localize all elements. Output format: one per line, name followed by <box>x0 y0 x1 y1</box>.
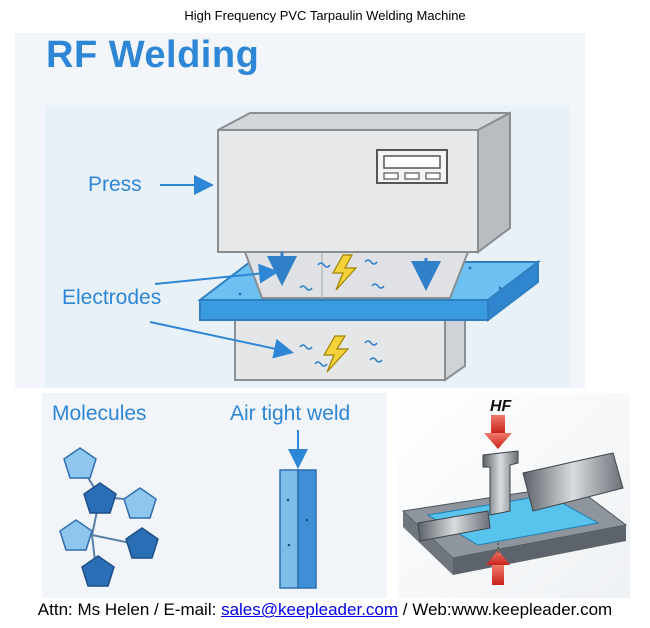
hf-up-arrow-icon <box>486 550 510 585</box>
control-panel <box>376 149 448 184</box>
rf-wave-icon <box>299 259 385 367</box>
press-label: Press <box>88 173 142 196</box>
hf-welding-render: HF <box>398 393 630 598</box>
electrodes-label: Electrodes <box>62 286 162 309</box>
molecule-icon <box>59 447 159 587</box>
footer-prefix: Attn: Ms Helen / E-mail: <box>37 600 222 619</box>
electrodes-pointer-arrow <box>149 321 294 359</box>
molecules-label: Molecules <box>52 402 147 425</box>
weld-seam <box>279 469 317 589</box>
hf-welding-render-image: HF <box>398 393 630 598</box>
contact-footer: Attn: Ms Helen / E-mail: sales@keepleade… <box>0 600 650 620</box>
caption: High Frequency PVC Tarpaulin Welding Mac… <box>184 8 466 23</box>
press-body <box>217 111 511 254</box>
air-tight-weld-label: Air tight weld <box>230 402 351 425</box>
email-link[interactable]: sales@keepleader.com <box>221 600 399 619</box>
electrodes-pointer-arrow <box>154 263 279 285</box>
down-arrow-icon <box>267 252 441 291</box>
diagram-title: RF Welding <box>46 34 260 76</box>
hf-label: HF <box>490 398 513 415</box>
lightning-bolt-icon <box>322 335 350 373</box>
hf-down-arrow-icon <box>484 415 512 449</box>
lightning-bolt-icon <box>331 254 358 291</box>
footer-suffix: / Web:www.keepleader.com <box>398 600 613 619</box>
